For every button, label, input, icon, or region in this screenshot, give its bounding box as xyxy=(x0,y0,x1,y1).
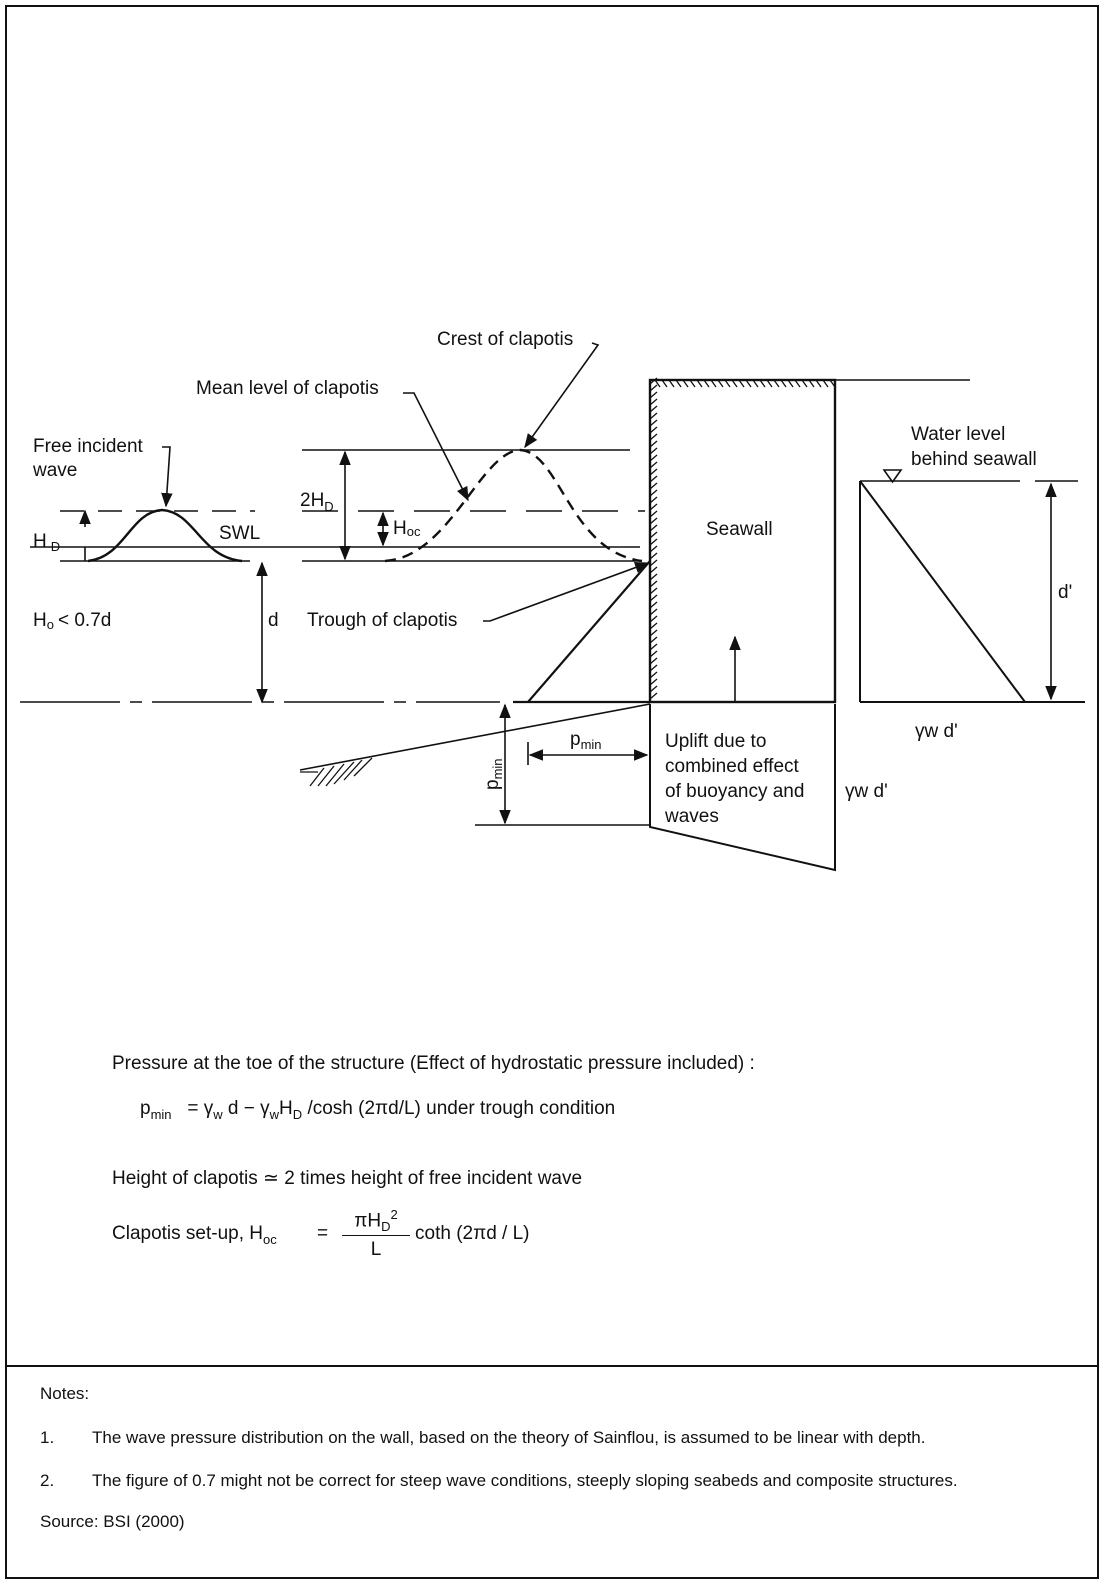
fraction-bar xyxy=(342,1235,410,1236)
free-wave-leader xyxy=(161,446,173,508)
note-2-number: 2. xyxy=(40,1471,55,1490)
label-gamma-d-mid: γw d' xyxy=(845,781,888,802)
label-crest: Crest of clapotis xyxy=(437,329,573,350)
formula-pmin: pmin = γw d − γwHD /cosh (2πd/L) under t… xyxy=(140,1098,616,1122)
clapotis-crest-curve xyxy=(384,448,643,563)
seabed-slope xyxy=(299,703,651,771)
label-swl: SWL xyxy=(219,523,260,544)
label-ho: Ho< 0.7d xyxy=(33,610,111,632)
label-water-1: Water level xyxy=(911,424,1005,445)
label-water-2: behind seawall xyxy=(911,449,1037,470)
water-level-marker-icon xyxy=(882,469,903,484)
label-free-wave-1: Free incident xyxy=(33,436,144,457)
label-uplift-2: combined effect xyxy=(665,756,800,777)
pressure-diagonal-left xyxy=(527,560,651,703)
crest-leader xyxy=(524,342,600,449)
label-d-prime: d' xyxy=(1058,582,1072,603)
formula-intro: Pressure at the toe of the structure (Ef… xyxy=(112,1053,755,1074)
label-2hd: 2HD xyxy=(300,490,334,514)
label-pmin-horizontal: pmin xyxy=(570,729,602,752)
note-1-number: 1. xyxy=(40,1428,55,1447)
free-incident-wave xyxy=(87,508,243,563)
notes-source: Source: BSI (2000) xyxy=(40,1512,185,1531)
notes-heading: Notes: xyxy=(40,1384,90,1403)
label-pmin-vertical: pmin xyxy=(482,758,505,790)
figure-frame xyxy=(5,5,1099,1579)
label-mean-level: Mean level of clapotis xyxy=(196,378,379,399)
label-d: d xyxy=(268,610,279,631)
behind-pressure-diagonal xyxy=(859,480,1026,703)
label-hoc: Hoc xyxy=(393,518,421,539)
note-1-text: The wave pressure distribution on the wa… xyxy=(92,1428,926,1447)
notes-divider xyxy=(5,1365,1099,1367)
label-seawall: Seawall xyxy=(706,519,773,540)
note-2-text: The figure of 0.7 might not be correct f… xyxy=(92,1471,958,1490)
label-uplift-3: of buoyancy and xyxy=(665,781,804,802)
seabed-hatching xyxy=(300,757,373,787)
formula-clapotis-height: Height of clapotis ≃ 2 times height of f… xyxy=(112,1168,583,1189)
mean-level-leader xyxy=(403,392,469,502)
uplift-diagram xyxy=(649,704,836,872)
label-uplift-1: Uplift due to xyxy=(665,731,766,752)
label-gamma-d-right: γw d' xyxy=(915,721,958,742)
seawall-hatching xyxy=(649,377,836,700)
label-trough: Trough of clapotis xyxy=(307,610,457,631)
label-free-wave-2: wave xyxy=(32,460,77,481)
seawall-block xyxy=(648,378,837,704)
trough-leader xyxy=(483,562,650,622)
label-uplift-4: waves xyxy=(664,806,719,827)
